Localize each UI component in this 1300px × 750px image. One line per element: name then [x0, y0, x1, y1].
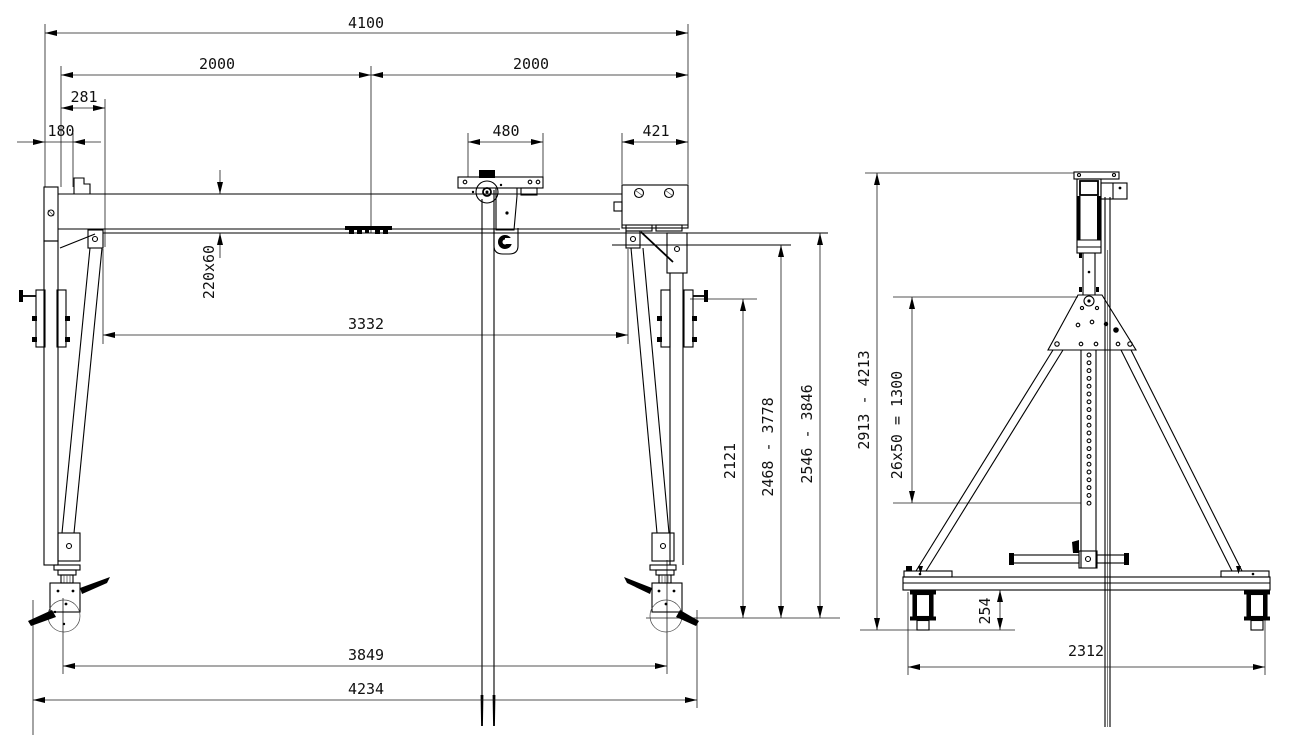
- dim-label-2121: 2121: [721, 443, 739, 479]
- dim-label-2000-right: 2000: [513, 55, 549, 73]
- dim-label-2468-3778: 2468 - 3778: [759, 397, 777, 496]
- extension-lines-side: [860, 172, 1266, 675]
- main-beam: [43, 177, 828, 246]
- gusset-plate: [1047, 294, 1137, 351]
- left-leg-clamp: [19, 289, 70, 348]
- extension-lines-front: [32, 24, 840, 735]
- perforated-mast: [1009, 350, 1129, 569]
- dim-label-220x60: 220x60: [200, 245, 218, 299]
- left-caster: [28, 564, 110, 633]
- control-box: [613, 184, 689, 232]
- dim-caster-height: 254: [976, 590, 1003, 630]
- dim-label-180: 180: [47, 122, 74, 140]
- dim-overall-top: 4100: [45, 14, 688, 36]
- front-view: 4100 2000 2000 281 180 480 421: [17, 14, 840, 735]
- dim-offset-180: 180: [17, 122, 101, 145]
- dim-label-3849: 3849: [348, 646, 384, 664]
- dim-offset-281: 281: [61, 88, 105, 111]
- dim-label-421: 421: [642, 122, 669, 140]
- dim-half-spans: 2000 2000: [61, 55, 688, 78]
- box-bolt-right: [663, 187, 675, 199]
- dim-brace-span: 3332: [103, 315, 628, 338]
- dim-label-281: 281: [70, 88, 97, 106]
- dim-label-3332: 3332: [348, 315, 384, 333]
- side-hoist: [1073, 171, 1128, 295]
- dim-height-2468-3778: 2468 - 3778: [759, 245, 784, 618]
- dim-base-width: 2312: [908, 642, 1265, 670]
- dim-height-2121: 2121: [721, 299, 746, 618]
- side-caster-left: [910, 590, 936, 631]
- dim-label-2913-4213: 2913 - 4213: [855, 350, 873, 449]
- dim-hole-pattern: 26x50 = 1300: [888, 297, 915, 503]
- dim-wheel-track: 3849: [63, 646, 667, 669]
- dim-label-2546-3846: 2546 - 3846: [798, 384, 816, 483]
- dim-label-4234: 4234: [348, 680, 384, 698]
- left-leg: [19, 229, 110, 633]
- dim-overall-height: 2913 - 4213: [855, 173, 880, 630]
- dim-label-2000-left: 2000: [199, 55, 235, 73]
- side-view: 2913 - 4213 26x50 = 1300: [855, 171, 1271, 727]
- hoist-drum: [475, 180, 499, 204]
- box-bolt-left: [633, 187, 645, 199]
- dim-beam-section: 220x60: [200, 170, 223, 299]
- right-leg: [624, 230, 708, 633]
- dim-label-2312: 2312: [1068, 642, 1104, 660]
- right-leg-clamp: [657, 289, 708, 348]
- a-frame-legs: [915, 349, 1243, 574]
- mast-rail: [1104, 197, 1111, 727]
- dim-label-254: 254: [976, 597, 994, 624]
- dim-label-480: 480: [492, 122, 519, 140]
- dim-label-26x50: 26x50 = 1300: [888, 371, 906, 479]
- dim-box-421: 421: [622, 122, 688, 145]
- right-caster: [624, 564, 699, 633]
- trolley-hoist: [457, 170, 544, 726]
- dim-trolley-480: 480: [468, 122, 543, 145]
- hoist-motor-cap: [479, 170, 495, 178]
- hoist-side-plate: [495, 188, 518, 231]
- dim-height-2546-3846: 2546 - 3846: [798, 233, 823, 618]
- side-caster-right: [1244, 590, 1270, 631]
- dim-label-4100: 4100: [348, 14, 384, 32]
- dim-overall-width: 4234: [33, 680, 697, 703]
- mast-clamp: [1009, 540, 1129, 569]
- base-beam: [902, 566, 1271, 591]
- hoist-ropes: [480, 190, 496, 726]
- beam-center-rack: [345, 226, 392, 230]
